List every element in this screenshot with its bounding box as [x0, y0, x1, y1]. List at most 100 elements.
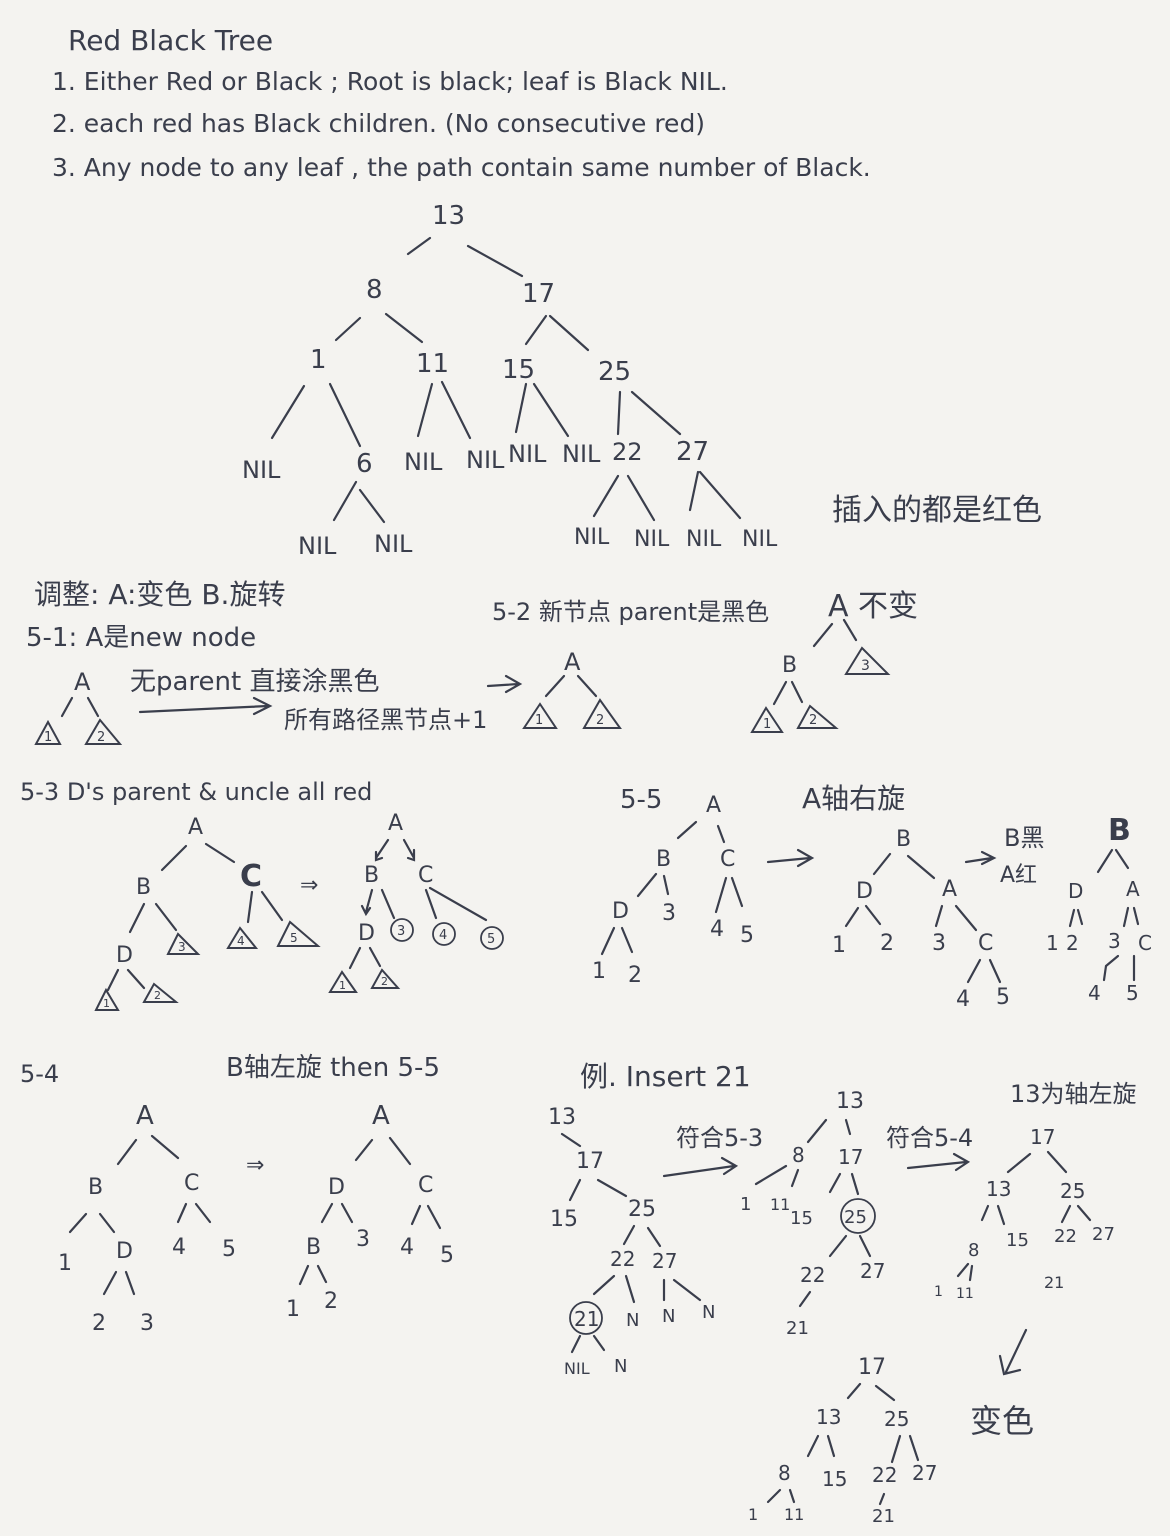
rotate-left-label: 13为轴左旋 [1010, 1080, 1137, 1108]
tree-node: 22 [872, 1463, 897, 1487]
tree-node: A [136, 1101, 154, 1131]
tree-node: 17 [576, 1149, 604, 1174]
tree-leaf: 2 [880, 931, 894, 956]
insert-21-example: 例. Insert 21 13 17 15 25 22 27 21 N N N … [548, 1060, 1137, 1527]
nil-leaf: NIL [508, 440, 547, 468]
matches-5-3-label: 符合5-3 [676, 1124, 763, 1152]
tree-leaf: 1 [592, 959, 606, 984]
tree-node: C [418, 1173, 433, 1198]
tree-node: A [942, 877, 957, 902]
tree-leaf: 4 [1088, 981, 1101, 1005]
tree-leaf: 5 [1126, 981, 1139, 1005]
tree-leaf: 3 [932, 931, 946, 956]
subtree-label: 2 [596, 713, 604, 728]
tree-node: 17 [838, 1145, 863, 1169]
subtree-label: 2 [381, 975, 388, 988]
tree-node: 8 [366, 275, 383, 305]
tree-node: 17 [1030, 1125, 1055, 1149]
case-5-5-title: 5-5 [620, 785, 662, 815]
case-5-3: 5-3 D's parent & uncle all red A B C 3 4… [20, 778, 504, 1011]
tree-node: B [1108, 813, 1131, 848]
example-red-black-tree: 13 8 17 1 11 15 25 6 22 27 NIL NIL NIL N… [242, 201, 1042, 560]
tree-node: 15 [822, 1467, 847, 1491]
adjust-title: 调整: A:变色 B.旋转 [34, 578, 285, 611]
subtree-label: 1 [339, 979, 346, 992]
tree-node: 25 [844, 1207, 867, 1228]
case-5-1-title: 5-1: A是new node [26, 623, 256, 653]
tree-node: 27 [860, 1259, 885, 1283]
nil-leaf: NIL [404, 448, 443, 476]
tree-node: 1 [740, 1194, 751, 1215]
tree-node: 13 [432, 201, 465, 231]
tree-node: C [720, 847, 735, 872]
tree-node: D [116, 943, 133, 968]
tree-node: 27 [652, 1249, 677, 1273]
tree-node: 22 [800, 1263, 825, 1287]
subtree-label: 4 [439, 928, 447, 943]
tree-node: 27 [676, 437, 709, 467]
tree-leaf: 5 [740, 923, 754, 948]
subtree-label: 2 [97, 730, 105, 745]
case-5-2-title: 5-2 新节点 parent是黑色 [492, 598, 769, 626]
nil-leaf: NIL [574, 525, 610, 550]
tree-leaf: 4 [400, 1235, 414, 1260]
tree-leaf: 1 [1046, 931, 1059, 955]
tree-leaf: NIL [564, 1359, 590, 1378]
case-5-2: 5-2 新节点 parent是黑色 A 不变 A 1 2 3 B 1 2 [492, 589, 918, 733]
tree-node: B [88, 1175, 103, 1200]
page-title: Red Black Tree [68, 24, 273, 57]
tree-node: 25 [598, 357, 631, 387]
tree-node: A [188, 815, 203, 840]
nil-leaf: NIL [562, 440, 601, 468]
tree-leaf: 5 [222, 1237, 236, 1262]
tree-node: 6 [356, 449, 373, 479]
tree-node: 27 [912, 1461, 937, 1485]
subtree-label: 5 [290, 931, 298, 945]
nil-leaf: NIL [742, 527, 778, 552]
tree-node: B [136, 875, 151, 900]
case-5-4-suffix: B轴左旋 then 5-5 [226, 1053, 440, 1083]
rule-2: 2. each red has Black children. (No cons… [52, 109, 705, 138]
tree-node: A [564, 648, 581, 676]
tree-node-inserted: 21 [574, 1307, 599, 1331]
tree-node: 21 [786, 1318, 809, 1339]
subtree-label: 3 [861, 658, 870, 674]
tree-node: 13 [548, 1105, 576, 1130]
tree-leaf: 2 [628, 963, 642, 988]
tree-leaf: 3 [140, 1311, 154, 1336]
tree-node: D [856, 879, 873, 904]
subtree-label: 3 [397, 924, 405, 939]
rule-1: 1. Either Red or Black ; Root is black; … [52, 67, 728, 96]
subtree-label: 5 [487, 932, 495, 947]
tree-node: 13 [816, 1405, 841, 1429]
tree-leaf: N [626, 1310, 639, 1331]
case-5-5-suffix: A轴右旋 [802, 782, 905, 815]
nil-leaf: NIL [686, 527, 722, 552]
tree-node: D [1068, 879, 1083, 903]
recolor-b-black: B黑 [1004, 824, 1044, 852]
tree-leaf: 1 [58, 1251, 72, 1276]
tree-node: B [306, 1235, 321, 1260]
tree-node: 8 [778, 1461, 791, 1485]
tree-node: A [74, 668, 91, 696]
matches-5-4-label: 符合5-4 [886, 1124, 973, 1152]
tree-node: 25 [1060, 1179, 1085, 1203]
case-5-1-line1: 无parent 直接涂黑色 [130, 667, 380, 697]
nil-leaf: NIL [242, 456, 281, 484]
tree-node: A [1126, 877, 1140, 901]
tree-node: D [358, 921, 375, 946]
recolor-a-red: A红 [1000, 863, 1037, 888]
tree-leaf: 3 [662, 901, 676, 926]
tree-leaf: 2 [1066, 931, 1079, 955]
tree-node: 25 [628, 1197, 656, 1222]
subtree-label: 1 [535, 713, 543, 728]
implies-arrow: ⇒ [246, 1153, 264, 1178]
subtree-label: 1 [44, 730, 52, 745]
nil-leaf: NIL [634, 527, 670, 552]
tree-node: 17 [522, 279, 555, 309]
nil-leaf: NIL [298, 532, 337, 560]
insert-example-title: 例. Insert 21 [580, 1060, 751, 1093]
tree-node: C [1138, 931, 1152, 955]
